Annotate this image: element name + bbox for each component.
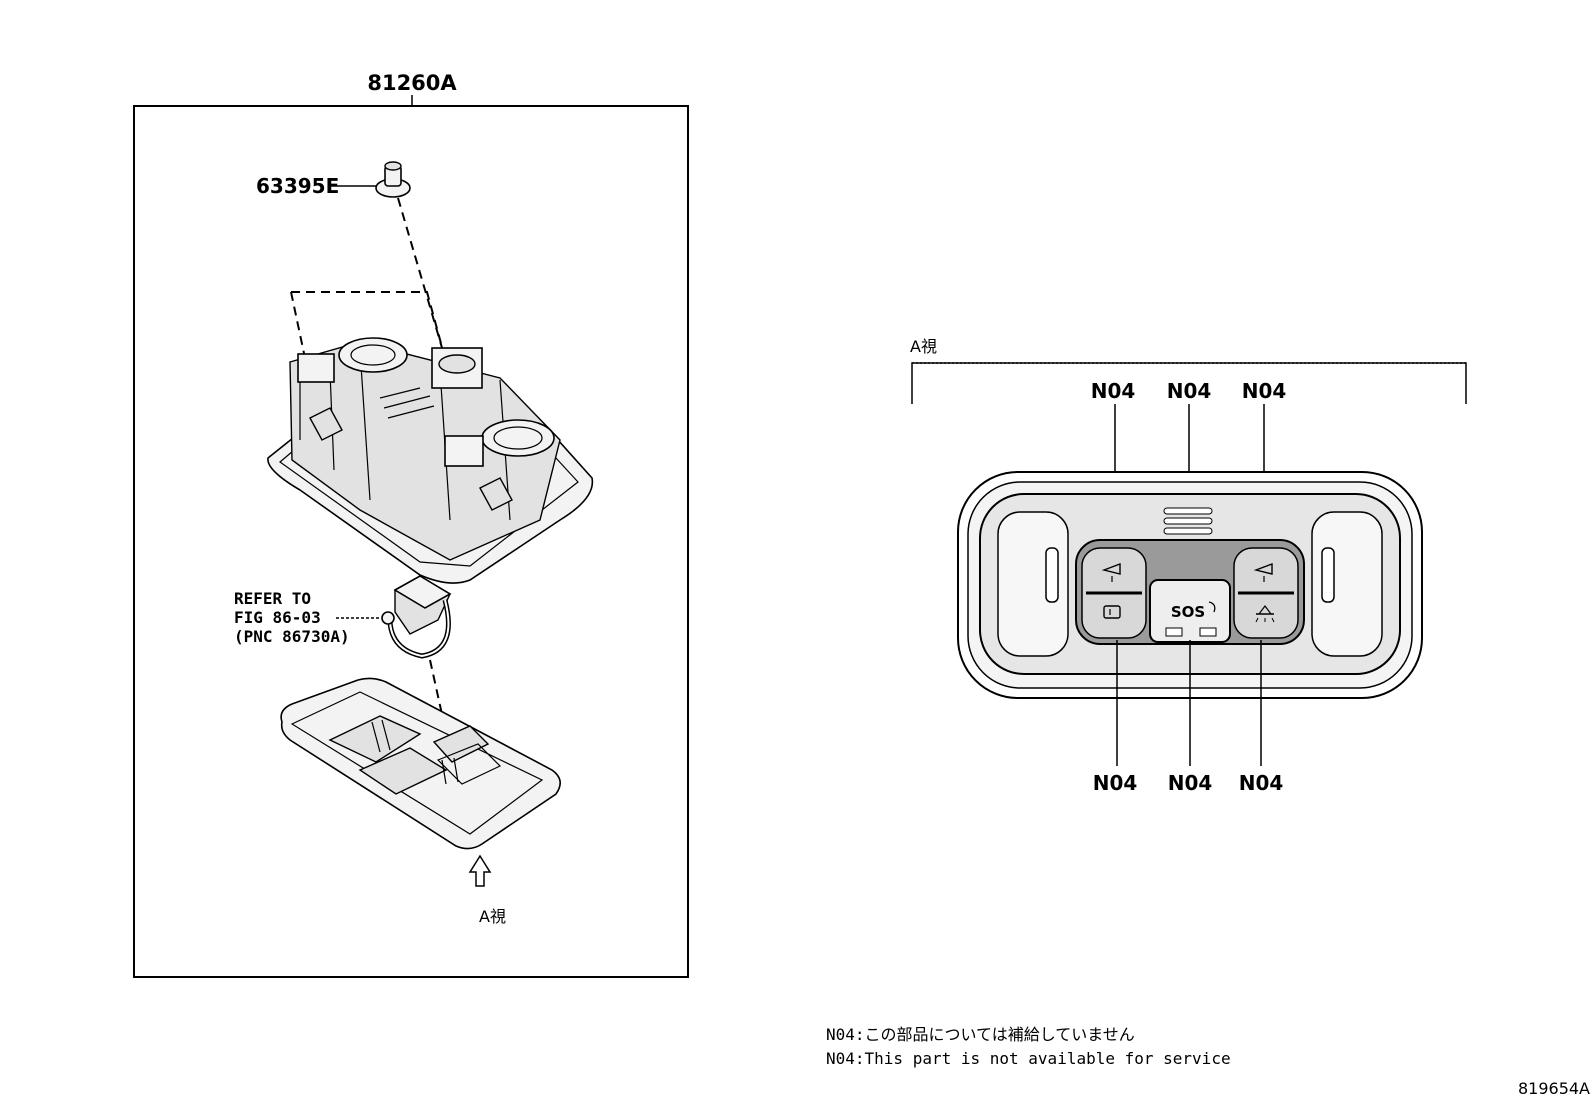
view-label-right[interactable]: A視 — [910, 337, 937, 356]
wire-connector — [381, 575, 452, 659]
refer-line-2[interactable]: FIG 86-03 — [234, 608, 321, 627]
room-lamp-icon — [1255, 605, 1275, 623]
lamp-housing — [267, 337, 594, 584]
lamp-cover — [280, 677, 561, 850]
callout-bottom-left[interactable]: N04 — [1093, 771, 1138, 795]
bracket-dash-a — [291, 291, 446, 359]
view-label-left[interactable]: A視 — [479, 907, 506, 926]
callout-top-center[interactable]: N04 — [1167, 379, 1212, 403]
assembly-label[interactable]: 81260A — [367, 71, 457, 95]
refer-line-1[interactable]: REFER TO — [234, 589, 311, 608]
clip-label[interactable]: 63395E — [256, 174, 339, 198]
connector-dash-line — [429, 659, 446, 729]
refer-line-3[interactable]: (PNC 86730A) — [234, 627, 350, 646]
bracket-dash-b — [290, 291, 306, 359]
view-arrow-icon — [468, 854, 492, 887]
sos-signal-icon — [1208, 601, 1216, 613]
figure-id: 819654A — [1518, 1079, 1590, 1098]
callout-top-left[interactable]: N04 — [1091, 379, 1136, 403]
callout-bottom-right[interactable]: N04 — [1239, 771, 1284, 795]
note-japanese: N04:この部品については補給していません — [826, 1025, 1135, 1044]
clip-dash-line — [397, 197, 446, 359]
callout-top-right[interactable]: N04 — [1242, 379, 1287, 403]
note-english: N04:This part is not available for servi… — [826, 1049, 1231, 1068]
lamp-front-view — [957, 471, 1423, 699]
clip-part — [375, 161, 411, 198]
map-lamp-right-icon — [1253, 562, 1273, 582]
sos-button-label[interactable]: SOS — [1171, 603, 1205, 621]
phone-icon — [1103, 605, 1121, 619]
assembly-frame — [133, 105, 689, 978]
callout-bottom-center[interactable]: N04 — [1168, 771, 1213, 795]
map-lamp-left-icon — [1101, 562, 1121, 582]
